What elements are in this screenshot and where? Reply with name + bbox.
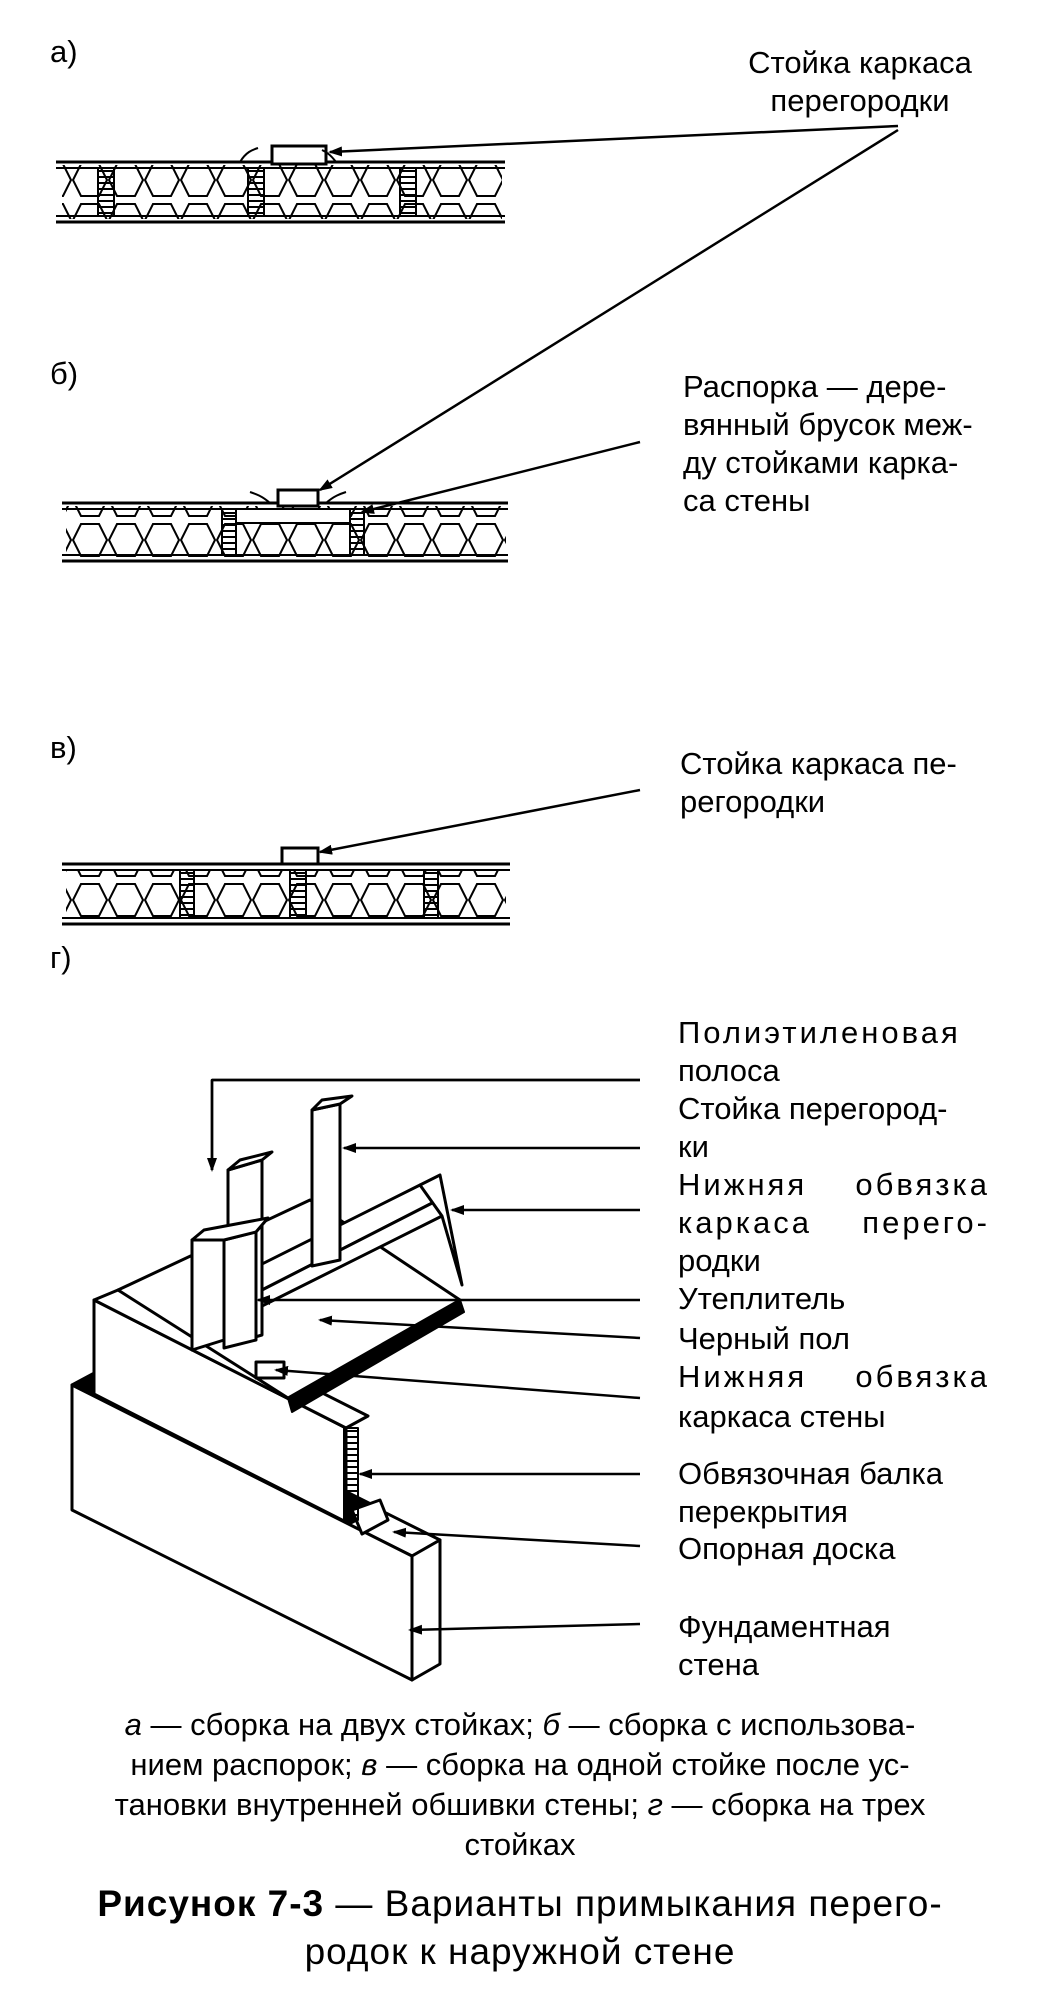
leader-a-to-b xyxy=(318,128,899,492)
leader-a-stud xyxy=(328,124,899,157)
section-g-label: г) xyxy=(50,940,72,975)
wall-stud-b2 xyxy=(349,508,365,556)
label-g-partition-bottom-plate: Нижняя обвязка xyxy=(678,1167,990,1202)
caption-a-letter: а xyxy=(124,1707,142,1742)
wall-stud-a1 xyxy=(97,167,115,217)
caption-v-text: — сборка на одной стойке после ус- танов… xyxy=(114,1747,910,1822)
caption-g-text: — сборка на трех стойках xyxy=(464,1787,926,1862)
caption-a-text: — сборка на двух стойках; xyxy=(141,1707,543,1742)
label-g-partition-bottom-plate-3: родки xyxy=(678,1243,761,1278)
subfloor-edge xyxy=(287,1299,465,1413)
partition-stud-front-right xyxy=(222,1230,258,1350)
foundation-end xyxy=(410,1538,442,1682)
leader-b-spacer xyxy=(360,440,641,514)
caption-v-letter: в xyxy=(361,1747,378,1782)
rim-joist-end-grain xyxy=(343,1427,359,1521)
label-g-partition-bottom-plate-2: каркаса перего- xyxy=(678,1205,990,1240)
caption-g-letter: г xyxy=(647,1787,663,1822)
partition-stud-v xyxy=(280,846,320,866)
leaders-g xyxy=(207,1078,641,1635)
leader-g-wall-plate xyxy=(274,1365,641,1400)
section-b-label: б) xyxy=(50,356,79,391)
wall-stud-v2 xyxy=(289,869,307,919)
leader-g-subfloor xyxy=(318,1315,641,1340)
caption-b-letter: б xyxy=(542,1707,560,1742)
polyethylene-strip-line xyxy=(210,1078,640,1170)
partition-stud-a xyxy=(270,144,328,166)
figure-title: Рисунок 7-3 — Варианты примыкания перего… xyxy=(40,1880,1000,1976)
figure-number: Рисунок 7-3 xyxy=(97,1883,325,1924)
label-b-spacer: Распорка — дере- вянный брусок меж- ду с… xyxy=(683,369,973,518)
wall-plan-a xyxy=(56,124,899,492)
label-g-rim-joist: Обвязочная балка перекрытия xyxy=(678,1456,943,1529)
partition-stud-front-top xyxy=(190,1216,270,1242)
figure-caption: а — сборка на двух стойках; б — сборка с… xyxy=(40,1705,1000,1865)
label-g-insulation: Утеплитель xyxy=(678,1281,846,1316)
wall-stud-a3 xyxy=(399,167,417,217)
partition-stud-rear-top xyxy=(310,1094,354,1112)
label-a-stud: Стойка каркаса перегородки xyxy=(748,45,972,118)
label-g-wall-bottom-plate-2: каркаса стены xyxy=(678,1399,886,1434)
partition-stud-rear xyxy=(310,1102,342,1268)
partition-stud-middle-top xyxy=(226,1150,274,1172)
label-v-stud: Стойка каркаса пе- регородки xyxy=(680,746,957,819)
label-g-foundation-wall: Фундаментная стена xyxy=(678,1609,891,1682)
leader-v-stud xyxy=(318,788,641,855)
section-v-label: в) xyxy=(50,730,77,765)
partition-stud-front-left xyxy=(190,1230,226,1352)
spacer-block-b xyxy=(235,508,351,524)
label-g-polyethylene-strip: Полиэтиленовая xyxy=(678,1015,961,1050)
label-g-polyethylene-strip-2: полоса xyxy=(678,1053,780,1088)
isometric-assembly-g xyxy=(70,1078,640,1682)
partition-stud-b xyxy=(276,488,320,508)
wall-stud-a2 xyxy=(247,167,265,217)
wall-stud-v1 xyxy=(179,869,195,919)
label-g-sill-board: Опорная доска xyxy=(678,1531,896,1566)
figure-title-text: — Варианты примыкания перего- родок к на… xyxy=(304,1883,943,1972)
partition-bottom-plate-end xyxy=(418,1173,464,1287)
leader-g-sill xyxy=(392,1527,641,1548)
wall-stud-v3 xyxy=(423,869,439,919)
wall-plan-v xyxy=(62,788,641,926)
label-g-partition-stud: Стойка перегород- xyxy=(678,1091,948,1126)
insulation-strip-a xyxy=(62,165,502,219)
leader-g-foundation xyxy=(408,1622,641,1635)
label-g-subfloor: Черный пол xyxy=(678,1321,850,1356)
label-g-partition-stud-2: ки xyxy=(678,1129,709,1164)
wall-stud-b1 xyxy=(221,508,237,556)
insulation-strip-v xyxy=(66,870,506,922)
label-g-wall-bottom-plate: Нижняя обвязка xyxy=(678,1359,990,1394)
sill-board-end xyxy=(350,1498,390,1536)
caption-b-text: — сборка с использова- нием распорок; xyxy=(130,1707,916,1782)
wall-plan-b xyxy=(62,440,641,563)
section-a-label: а) xyxy=(50,34,78,69)
